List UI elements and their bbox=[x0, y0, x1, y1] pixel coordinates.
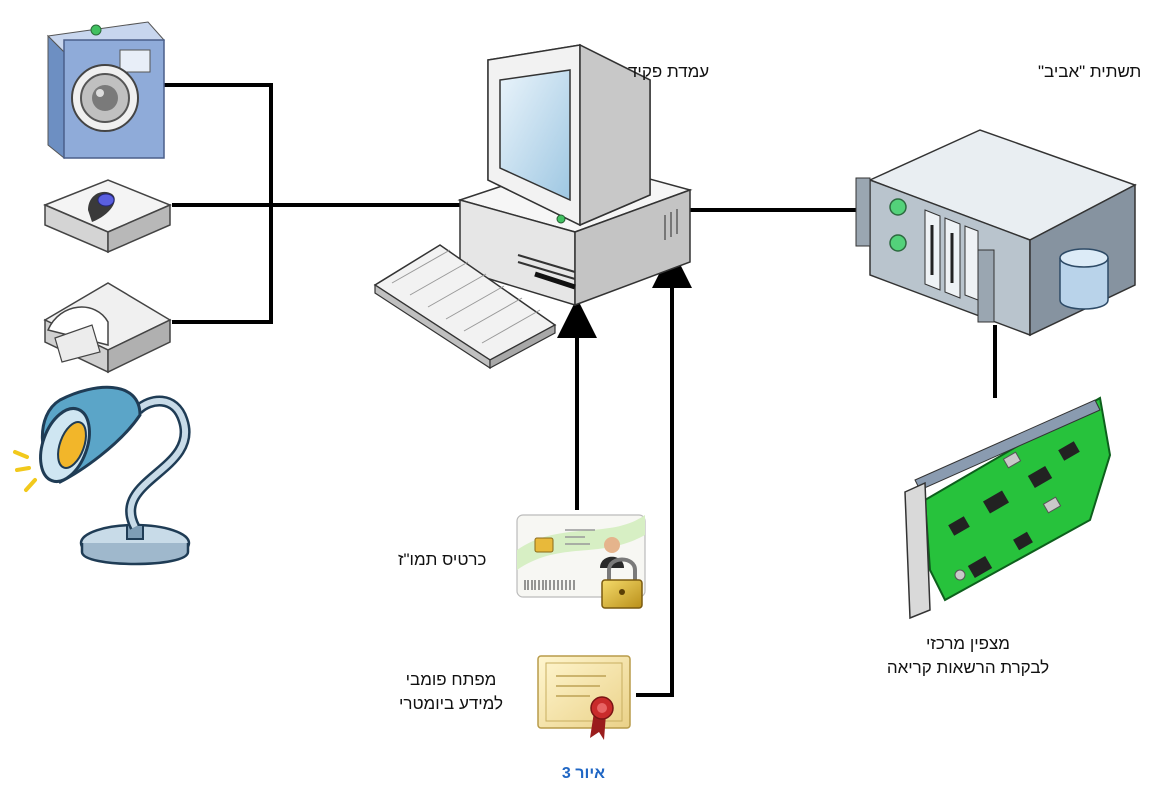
infrastructure-label: תשתית "אביב" bbox=[1038, 62, 1142, 81]
crypto-card-icon bbox=[904, 396, 1112, 620]
connectors bbox=[163, 83, 997, 697]
public-key-label-line1: מפתח פומבי bbox=[405, 670, 497, 689]
figure-caption: איור 3 bbox=[561, 765, 606, 782]
id-card-icon bbox=[516, 514, 646, 609]
hsm-label-line1: מצפין מרכזי bbox=[926, 634, 1010, 653]
fingerprint-scanner-icon bbox=[43, 179, 172, 254]
smart-card-label: כרטיס תמו"ז bbox=[398, 550, 487, 569]
desktop-computer-icon bbox=[457, 43, 693, 307]
keyboard-icon bbox=[373, 244, 557, 370]
public-key-arrow bbox=[636, 248, 692, 697]
workstation-label: עמדת פקיד bbox=[628, 62, 710, 81]
public-key-label: מפתח פומבי למידע ביומטרי bbox=[385, 668, 517, 716]
card-reader-icon bbox=[43, 282, 172, 374]
card-reader-connector bbox=[172, 205, 273, 324]
certificate-icon bbox=[537, 655, 631, 740]
camera-icon bbox=[46, 21, 166, 160]
camera-connector bbox=[163, 83, 273, 205]
public-key-label-line2: למידע ביומטרי bbox=[398, 694, 504, 713]
hsm-label-line2: לבקרת הרשאות קריאה bbox=[886, 658, 1050, 677]
server-icon bbox=[855, 129, 1137, 337]
hsm-label: מצפין מרכזי לבקרת הרשאות קריאה bbox=[868, 632, 1068, 680]
desk-lamp-icon bbox=[13, 385, 191, 566]
